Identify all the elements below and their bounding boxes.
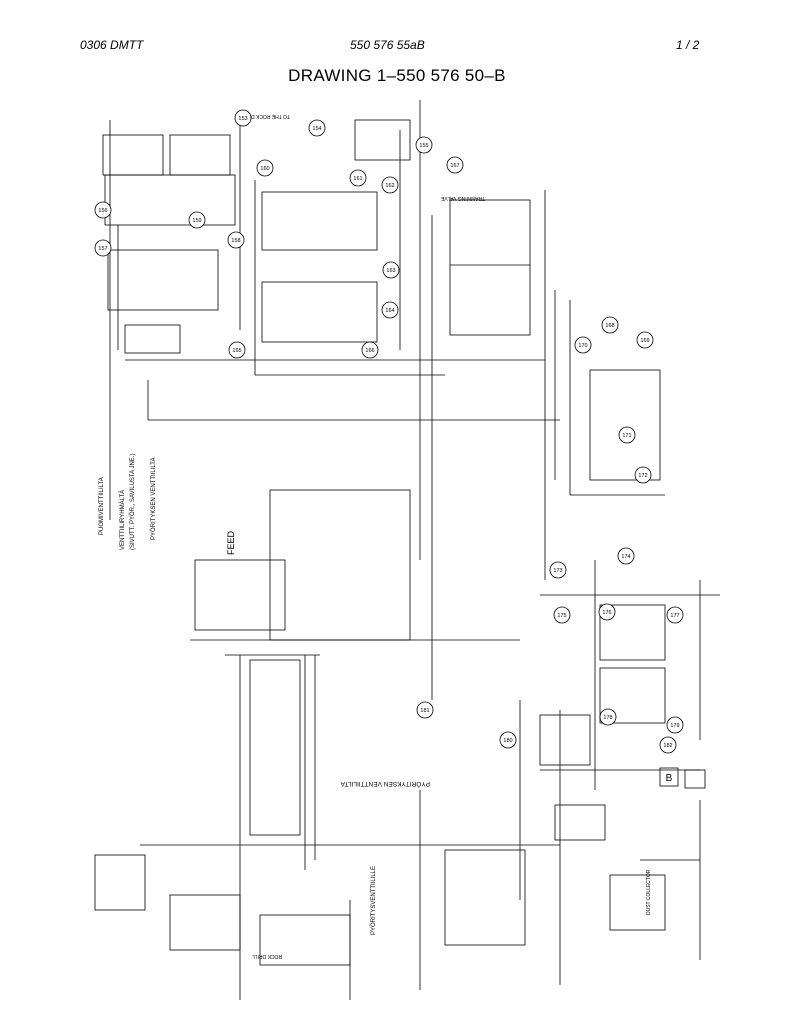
callout-bubble: 181 xyxy=(416,701,434,719)
callout-number: 168 xyxy=(605,323,614,329)
callout-bubble: 159 xyxy=(188,211,206,229)
callout-number: 159 xyxy=(192,218,201,224)
callout-layer: 153 154 155 156 157 158 159 160 161 162 163 164 165 1… xyxy=(94,109,684,754)
callout-bubble: 153 xyxy=(234,109,252,127)
callout-number: 178 xyxy=(603,715,612,721)
callout-number: 172 xyxy=(638,473,647,479)
label-rock-drill: ROCK DRILL xyxy=(252,953,282,959)
callout-number: 160 xyxy=(260,166,269,172)
label-pyoritys-2: PYÖRITYKSEN VENTTIILILTA xyxy=(340,780,430,788)
callout-number: 153 xyxy=(238,116,247,122)
callout-bubble: 162 xyxy=(381,176,399,194)
callout-bubble: 169 xyxy=(636,331,654,349)
callout-bubble: 161 xyxy=(349,169,367,187)
drawing-title: DRAWING 1–550 576 50–B xyxy=(288,66,506,85)
callout-bubble: 160 xyxy=(256,159,274,177)
callout-bubble: 177 xyxy=(666,606,684,624)
callout-number: 157 xyxy=(98,246,107,252)
callout-number: 154 xyxy=(312,126,321,132)
callout-bubble: 165 xyxy=(228,341,246,359)
callout-bubble: 180 xyxy=(499,731,517,749)
callout-number: 156 xyxy=(98,208,107,214)
header-doc-code: 0306 DMTT xyxy=(80,38,144,52)
label-box-b: B xyxy=(666,773,673,784)
callout-bubble: 166 xyxy=(361,341,379,359)
callout-bubble: 154 xyxy=(308,119,326,137)
callout-number: 162 xyxy=(385,183,394,189)
callout-number: 180 xyxy=(503,738,512,744)
callout-bubble: 178 xyxy=(599,708,617,726)
callout-number: 175 xyxy=(557,613,566,619)
label-sivuttais: (SIVUTT. PYÖR., SAVILUSTA JNE.) xyxy=(129,454,136,550)
callout-bubble: 168 xyxy=(601,316,619,334)
label-dust-collector: DUST COLLECTOR xyxy=(646,869,652,915)
callout-number: 164 xyxy=(385,308,394,314)
callout-bubble: 172 xyxy=(634,466,652,484)
label-puomiventtiili: PUOMIVENTTIILILTA xyxy=(99,477,105,535)
header-part-number: 550 576 55aB xyxy=(350,38,425,52)
callout-bubble: 155 xyxy=(415,136,433,154)
callout-bubble: 173 xyxy=(549,561,567,579)
callout-bubble: 164 xyxy=(381,301,399,319)
callout-number: 181 xyxy=(420,708,429,714)
callout-number: 177 xyxy=(670,613,679,619)
callout-number: 171 xyxy=(622,433,631,439)
callout-number: 173 xyxy=(553,568,562,574)
callout-number: 179 xyxy=(670,723,679,729)
label-tramming-valve: TRAMMING VALVE xyxy=(440,195,485,201)
callout-bubble: 157 xyxy=(94,239,112,257)
label-pyoritys-3: PYÖRITYSVENTTIILILLE xyxy=(370,866,377,935)
label-to-rock-drill: TO THE ROCK DRILL xyxy=(240,113,290,119)
label-feed: FEED xyxy=(226,530,236,555)
callout-number: 163 xyxy=(386,268,395,274)
callout-number: 165 xyxy=(232,348,241,354)
callout-number: 174 xyxy=(621,554,630,560)
callout-number: 161 xyxy=(353,176,362,182)
label-venttiiliryhmalta: VENTTIILIRYHMÄLTÄ xyxy=(119,490,126,550)
callout-bubble: 170 xyxy=(574,336,592,354)
callout-number: 182 xyxy=(663,743,672,749)
callout-number: 170 xyxy=(578,343,587,349)
callout-bubble: 179 xyxy=(666,716,684,734)
callout-number: 169 xyxy=(640,338,649,344)
callout-bubble: 171 xyxy=(618,426,636,444)
callout-number: 155 xyxy=(419,143,428,149)
callout-bubble: 163 xyxy=(382,261,400,279)
callout-bubble: 167 xyxy=(446,156,464,174)
callout-bubble: 174 xyxy=(617,547,635,565)
callout-number: 167 xyxy=(450,163,459,169)
callout-number: 166 xyxy=(365,348,374,354)
callout-bubble: 156 xyxy=(94,201,112,219)
callout-number: 158 xyxy=(231,238,240,244)
callout-bubble: 175 xyxy=(553,606,571,624)
wiring-lines xyxy=(94,100,720,1000)
callout-bubble: 182 xyxy=(659,736,677,754)
label-pyoritys-1: PYÖRITYKSEN VENTTIILILTA xyxy=(150,458,157,540)
callout-number: 176 xyxy=(602,610,611,616)
header-page-number: 1 / 2 xyxy=(676,38,700,52)
callout-bubble: 176 xyxy=(598,603,616,621)
callout-bubble: 158 xyxy=(227,231,245,249)
